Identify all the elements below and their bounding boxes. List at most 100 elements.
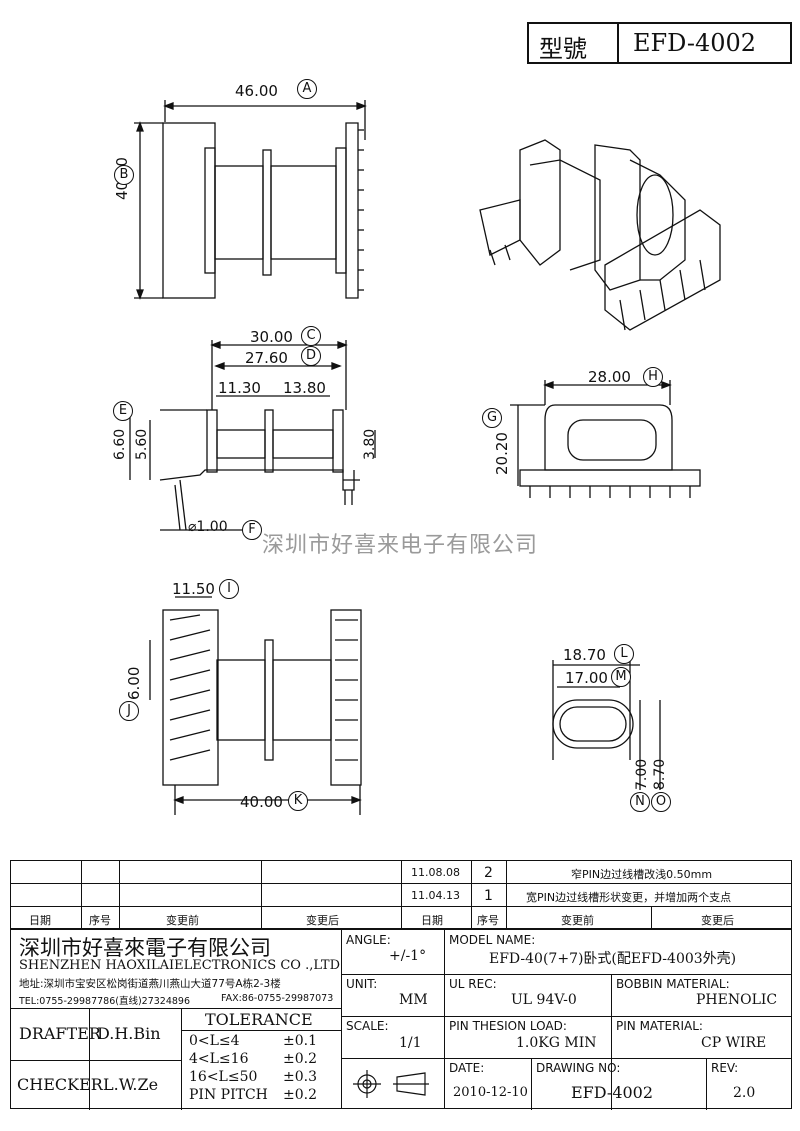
scale-value: 1/1 xyxy=(399,1035,422,1051)
unit-label: UNIT: xyxy=(346,977,378,991)
dim-circle-b: B xyxy=(114,165,134,185)
pin-load-value: 1.0KG MIN xyxy=(516,1035,597,1051)
scale-label: SCALE: xyxy=(346,1019,389,1033)
dim-circle-a: A xyxy=(297,79,317,99)
rev-value: 2.0 xyxy=(733,1085,756,1101)
company-fax: FAX:86-0755-29987073 xyxy=(221,993,334,1004)
tol-range-0: 0<L≤4 xyxy=(189,1033,240,1049)
rev1-date: 11.04.13 xyxy=(411,889,460,902)
hdr-date-right: 日期 xyxy=(421,914,443,927)
hdr-before-right: 变更前 xyxy=(561,914,594,927)
bobbin-top-view xyxy=(134,100,367,300)
model-value: EFD-4002 xyxy=(633,29,757,57)
hdr-after-left: 变更后 xyxy=(306,914,339,927)
hdr-after-right: 变更后 xyxy=(701,914,734,927)
rev2-date: 11.08.08 xyxy=(411,866,460,879)
dim-circle-e: E xyxy=(113,401,133,421)
dim-c: 30.00 xyxy=(250,328,293,346)
tol-value-0: ±0.1 xyxy=(283,1033,317,1049)
revision-table: 11.08.08 2 窄PIN边过线槽改浅0.50mm 11.04.13 1 宽… xyxy=(10,860,792,930)
rev1-no: 1 xyxy=(484,888,493,904)
company-name-cn: 深圳市好喜來電子有限公司 xyxy=(19,936,271,960)
pin-material-value: CP WIRE xyxy=(701,1035,767,1051)
company-address: 地址:深圳市宝安区松岗街道燕川燕山大道77号A栋2-3楼 xyxy=(19,978,281,990)
hdr-date-left: 日期 xyxy=(29,914,51,927)
ul-rec-value: UL 94V-0 xyxy=(511,992,577,1008)
dim-d1: 11.30 xyxy=(218,379,261,397)
tol-range-1: 4<L≤16 xyxy=(189,1051,249,1067)
angle-value: +/-1° xyxy=(389,948,427,964)
dim-m: 17.00 xyxy=(565,669,608,687)
dim-d: 27.60 xyxy=(245,349,288,367)
bobbin-end-view xyxy=(510,380,701,498)
tolerance-title: TOLERANCE xyxy=(205,1010,313,1029)
company-name-en: SHENZHEN HAOXILAIELECTRONICS CO .,LTD xyxy=(19,958,341,973)
rev1-desc: 宽PIN边过线槽形状变更，并增加两个支点 xyxy=(526,891,732,904)
drawing-no-value: EFD-4002 xyxy=(571,1083,654,1102)
date-label: DATE: xyxy=(449,1061,485,1075)
dim-h: 28.00 xyxy=(588,368,631,386)
dim-n: 7.00 xyxy=(634,758,650,790)
ul-rec-label: UL REC: xyxy=(449,977,497,991)
unit-value: MM xyxy=(399,992,428,1008)
bobbin-isometric-view xyxy=(479,139,721,331)
hdr-before-left: 变更前 xyxy=(166,914,199,927)
checker-label: CHECKER xyxy=(17,1075,103,1094)
dim-e: 6.60 xyxy=(112,428,128,460)
dim-circle-j: J xyxy=(119,701,139,721)
technical-drawing xyxy=(129,100,721,815)
dim-circle-h: H xyxy=(643,367,663,387)
pin-material-label: PIN MATERIAL: xyxy=(616,1019,703,1033)
model-label: 型號 xyxy=(539,35,587,63)
tol-value-3: ±0.2 xyxy=(283,1087,317,1103)
dim-i: 11.50 xyxy=(172,580,215,598)
dim-circle-m: M xyxy=(611,667,631,687)
model-name-value: EFD-40(7+7)卧式(配EFD-4003外壳) xyxy=(489,951,737,967)
dim-circle-k: K xyxy=(288,791,308,811)
dim-g: 20.20 xyxy=(493,432,511,475)
hdr-no-left: 序号 xyxy=(89,914,111,927)
drafter-label: DRAFTER xyxy=(19,1024,101,1043)
tol-value-1: ±0.2 xyxy=(283,1051,317,1067)
tol-value-2: ±0.3 xyxy=(283,1069,317,1085)
bobbin-bottom-view xyxy=(149,596,362,815)
dim-j: 6.00 xyxy=(125,666,143,700)
projection-symbol-icon xyxy=(353,1070,429,1098)
dim-circle-i: I xyxy=(219,579,239,599)
dim-k: 40.00 xyxy=(240,793,283,811)
checker-value: L.W.Ze xyxy=(103,1075,159,1094)
dim-circle-l: L xyxy=(614,644,634,664)
dim-h1: 3.80 xyxy=(362,428,378,460)
dim-circle-f: F xyxy=(242,520,262,540)
hdr-no-right: 序号 xyxy=(477,914,499,927)
dim-o: 8.70 xyxy=(652,758,668,790)
dim-f: ⌀1.00 xyxy=(188,519,228,535)
title-block: 深圳市好喜來電子有限公司 SHENZHEN HAOXILAIELECTRONIC… xyxy=(10,929,792,1110)
dim-e2: 5.60 xyxy=(134,428,150,460)
dim-circle-g: G xyxy=(482,408,502,428)
tol-range-3: PIN PITCH xyxy=(189,1087,268,1103)
bobbin-material-label: BOBBIN MATERIAL: xyxy=(616,977,730,991)
dim-d2: 13.80 xyxy=(283,379,326,397)
watermark: 深圳市好喜来电子有限公司 xyxy=(262,533,539,558)
dim-circle-c: C xyxy=(301,326,321,346)
bobbin-material-value: PHENOLIC xyxy=(696,992,778,1008)
drafter-value: D.H.Bin xyxy=(97,1024,161,1043)
angle-label: ANGLE: xyxy=(346,933,391,947)
tol-range-2: 16<L≤50 xyxy=(189,1069,258,1085)
model-name-label: MODEL NAME: xyxy=(449,933,536,947)
dim-a: 46.00 xyxy=(235,82,278,100)
dim-l: 18.70 xyxy=(563,646,606,664)
pin-load-label: PIN THESION LOAD: xyxy=(449,1019,567,1033)
dim-circle-d: D xyxy=(301,346,321,366)
dim-circle-n: N xyxy=(630,792,650,812)
rev2-desc: 窄PIN边过线槽改浅0.50mm xyxy=(571,868,713,881)
company-tel: TEL:0755-29987786(直线)27324896 xyxy=(19,996,191,1007)
dim-circle-o: O xyxy=(651,792,671,812)
drawing-no-label: DRAWING NO: xyxy=(536,1061,621,1075)
model-box: 型號 EFD-4002 xyxy=(527,22,792,64)
bobbin-cross-section xyxy=(552,660,661,790)
bobbin-side-view xyxy=(129,340,376,531)
rev2-no: 2 xyxy=(484,865,493,881)
rev-label: REV: xyxy=(711,1061,739,1075)
